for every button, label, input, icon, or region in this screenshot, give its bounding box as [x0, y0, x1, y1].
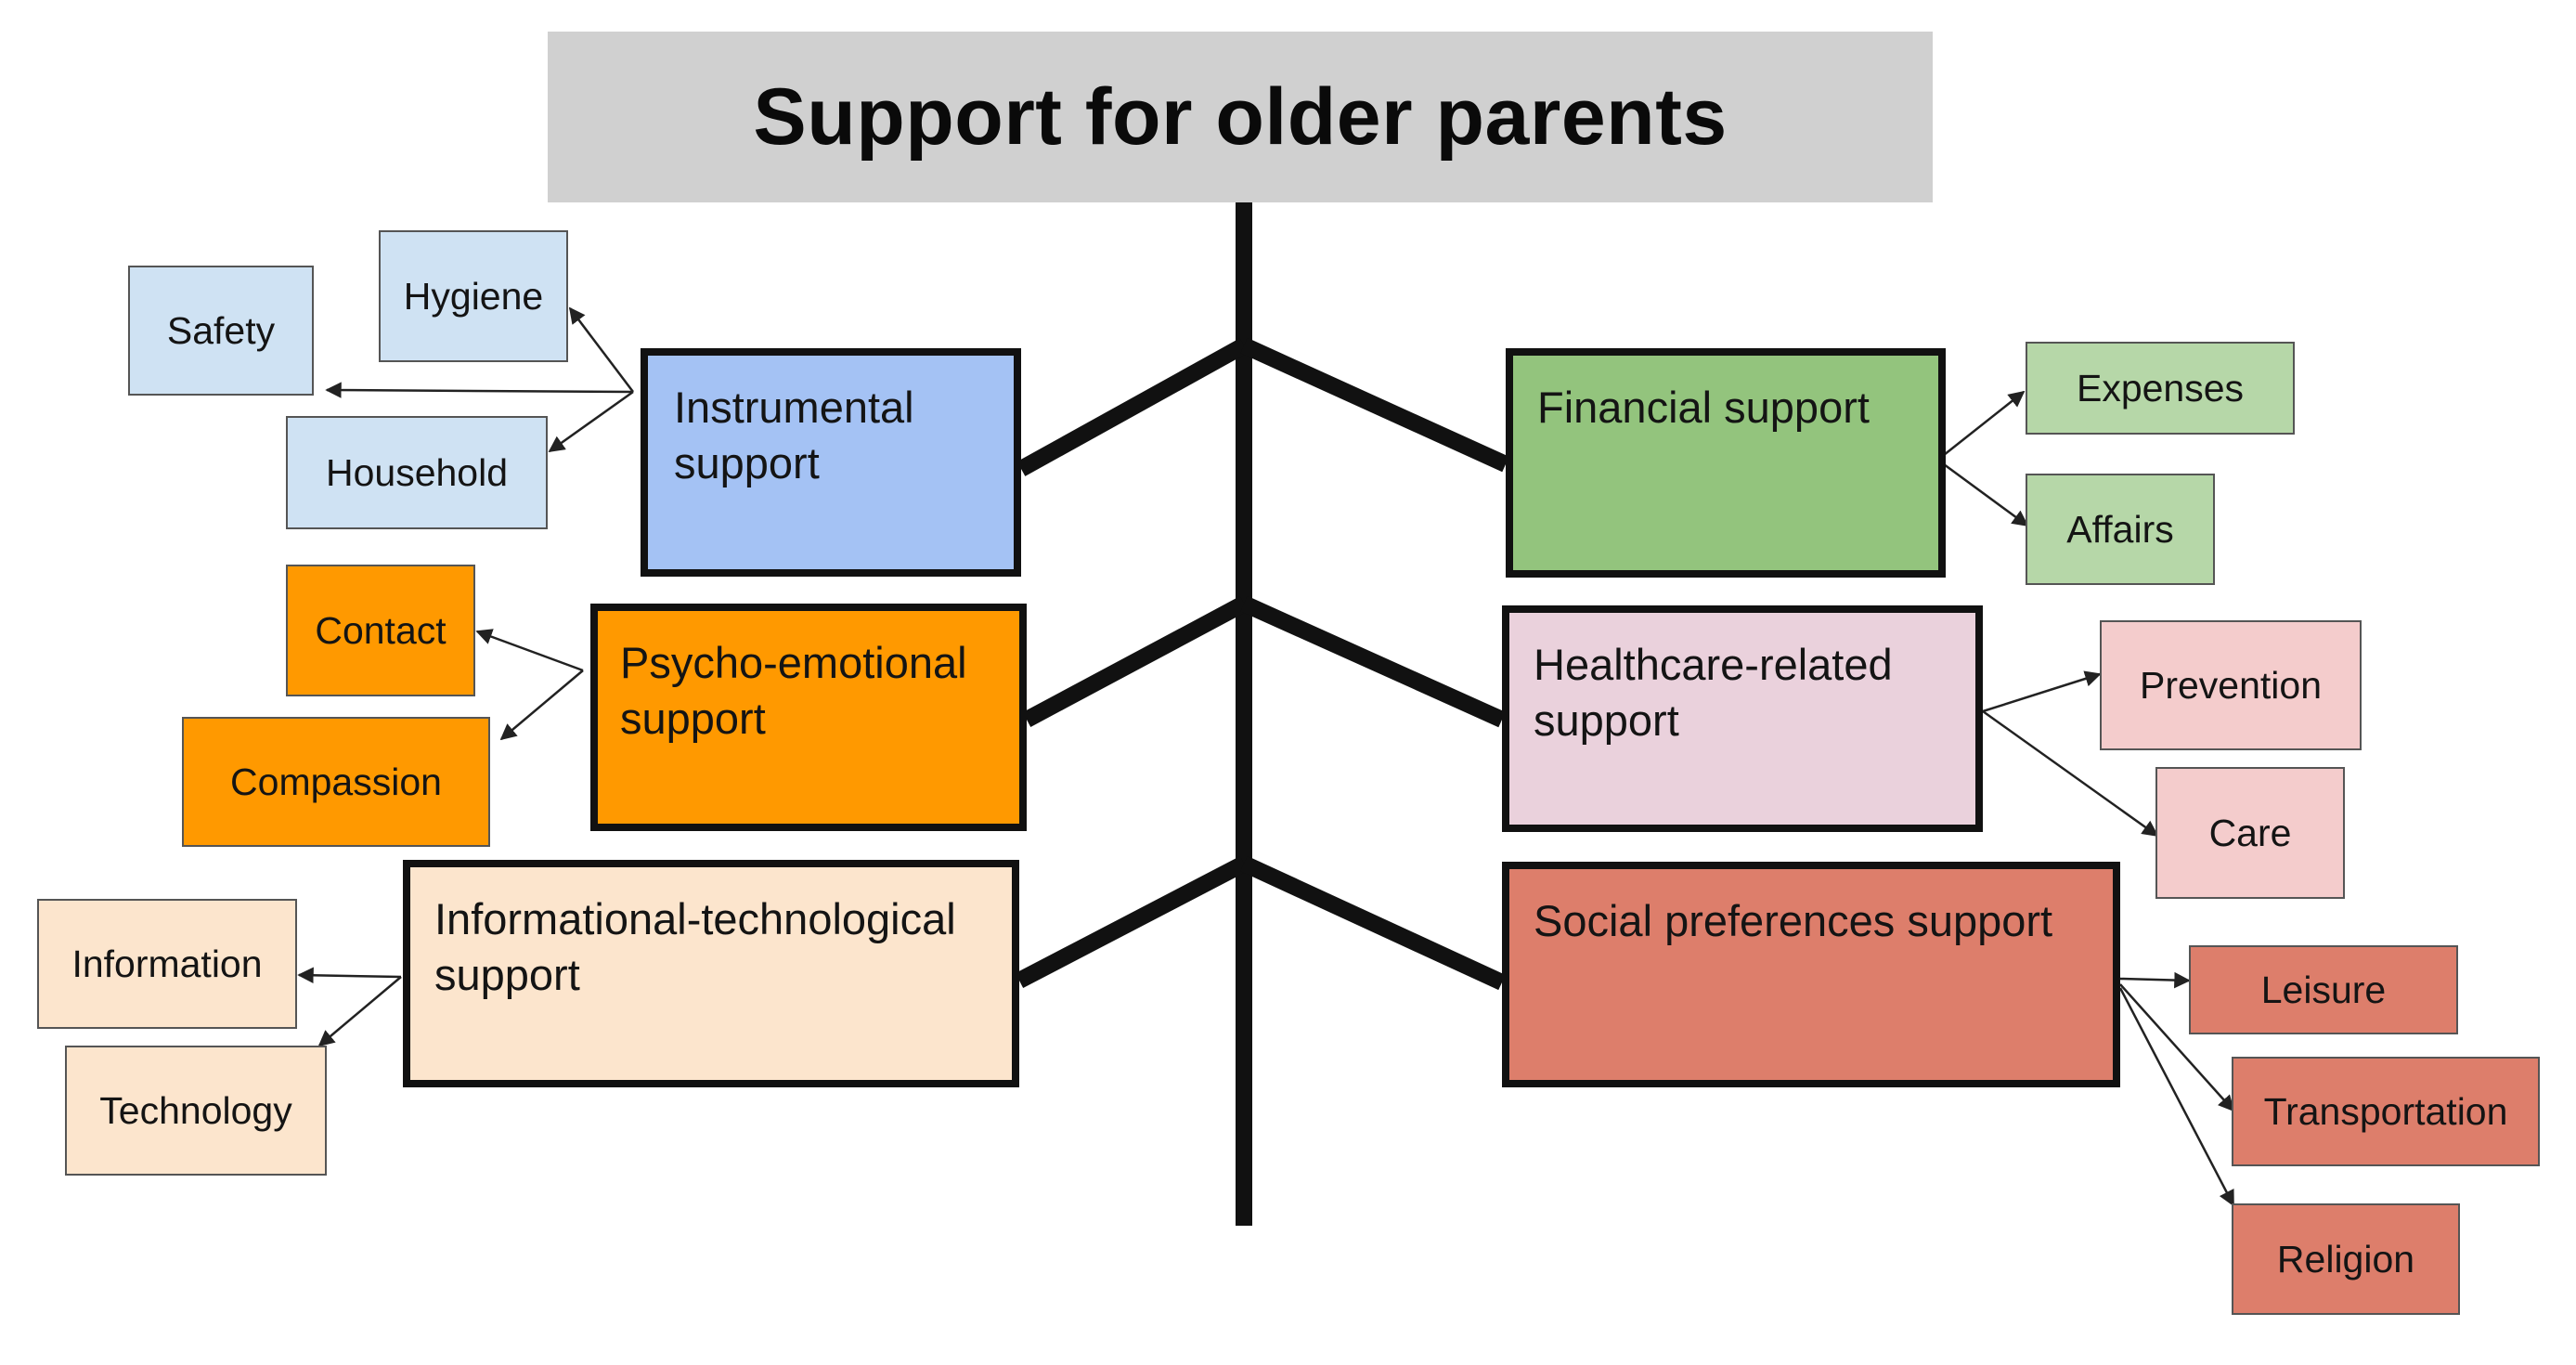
- diagram-title-bar: Support for older parents: [548, 32, 1933, 202]
- branch-healthcare: [1240, 595, 1506, 728]
- arrow-expenses: [1943, 390, 2026, 456]
- category-instrumental-support: Instrumental support: [641, 348, 1021, 577]
- sub-compassion-label: Compassion: [230, 760, 442, 803]
- branch-informational: [1015, 856, 1249, 988]
- sub-technology: Technology: [65, 1046, 327, 1176]
- arrow-prevention: [1982, 670, 2102, 713]
- sub-affairs: Affairs: [2026, 474, 2215, 585]
- branch-social: [1240, 855, 1506, 991]
- arrow-hygiene: [568, 306, 634, 393]
- branch-psycho: [1022, 596, 1249, 727]
- sub-leisure-label: Leisure: [2260, 968, 2387, 1011]
- sub-religion: Religion: [2232, 1203, 2460, 1315]
- sub-care-label: Care: [2208, 812, 2292, 854]
- arrow-household: [548, 390, 634, 453]
- category-psycho-emotional-support: Psycho-emotional support: [590, 604, 1027, 831]
- category-instrumental-label: Instrumental support: [674, 383, 914, 488]
- sub-prevention: Prevention: [2100, 620, 2362, 750]
- category-healthcare-label: Healthcare-related support: [1534, 640, 1893, 745]
- sub-transportation-label: Transportation: [2263, 1090, 2508, 1133]
- sub-prevention-label: Prevention: [2139, 664, 2322, 707]
- category-healthcare-related-support: Healthcare-related support: [1502, 605, 1983, 832]
- branch-instrumental: [1016, 338, 1249, 476]
- arrow-transportation: [2119, 983, 2235, 1112]
- category-informational-label: Informational-technological support: [434, 894, 956, 999]
- arrow-information: [297, 967, 402, 984]
- sub-expenses: Expenses: [2026, 342, 2295, 435]
- sub-hygiene: Hygiene: [379, 230, 568, 362]
- arrow-safety: [325, 382, 634, 398]
- sub-information: Information: [37, 899, 297, 1029]
- arrow-compassion: [499, 670, 584, 741]
- category-informational-technological-support: Informational-technological support: [403, 860, 1019, 1087]
- sub-safety-label: Safety: [166, 309, 276, 352]
- branch-financial: [1240, 337, 1509, 473]
- sub-contact: Contact: [286, 565, 475, 696]
- sub-household: Household: [286, 416, 548, 529]
- sub-compassion: Compassion: [182, 717, 490, 847]
- diagram-title: Support for older parents: [753, 72, 1728, 162]
- sub-hygiene-label: Hygiene: [403, 275, 544, 318]
- sub-affairs-label: Affairs: [2066, 508, 2174, 551]
- arrow-care: [1982, 709, 2159, 838]
- category-financial-support: Financial support: [1506, 348, 1946, 578]
- category-psycho-label: Psycho-emotional support: [620, 638, 967, 743]
- arrow-religion: [2118, 987, 2235, 1207]
- sub-household-label: Household: [325, 451, 509, 494]
- category-financial-label: Financial support: [1537, 383, 1870, 432]
- category-social-preferences-support: Social preferences support: [1502, 862, 2120, 1087]
- sub-religion-label: Religion: [2276, 1238, 2415, 1280]
- arrow-leisure: [2119, 971, 2191, 989]
- sub-leisure: Leisure: [2189, 945, 2458, 1034]
- arrow-technology: [317, 976, 402, 1047]
- sub-contact-label: Contact: [315, 609, 447, 652]
- sub-safety: Safety: [128, 266, 314, 396]
- arrow-contact: [475, 629, 584, 672]
- sub-information-label: Information: [71, 942, 263, 985]
- sub-technology-label: Technology: [99, 1089, 292, 1132]
- sub-transportation: Transportation: [2232, 1057, 2540, 1166]
- sub-care: Care: [2155, 767, 2345, 899]
- category-social-label: Social preferences support: [1534, 896, 2053, 945]
- arrow-affairs: [1943, 462, 2029, 527]
- sub-expenses-label: Expenses: [2076, 367, 2245, 410]
